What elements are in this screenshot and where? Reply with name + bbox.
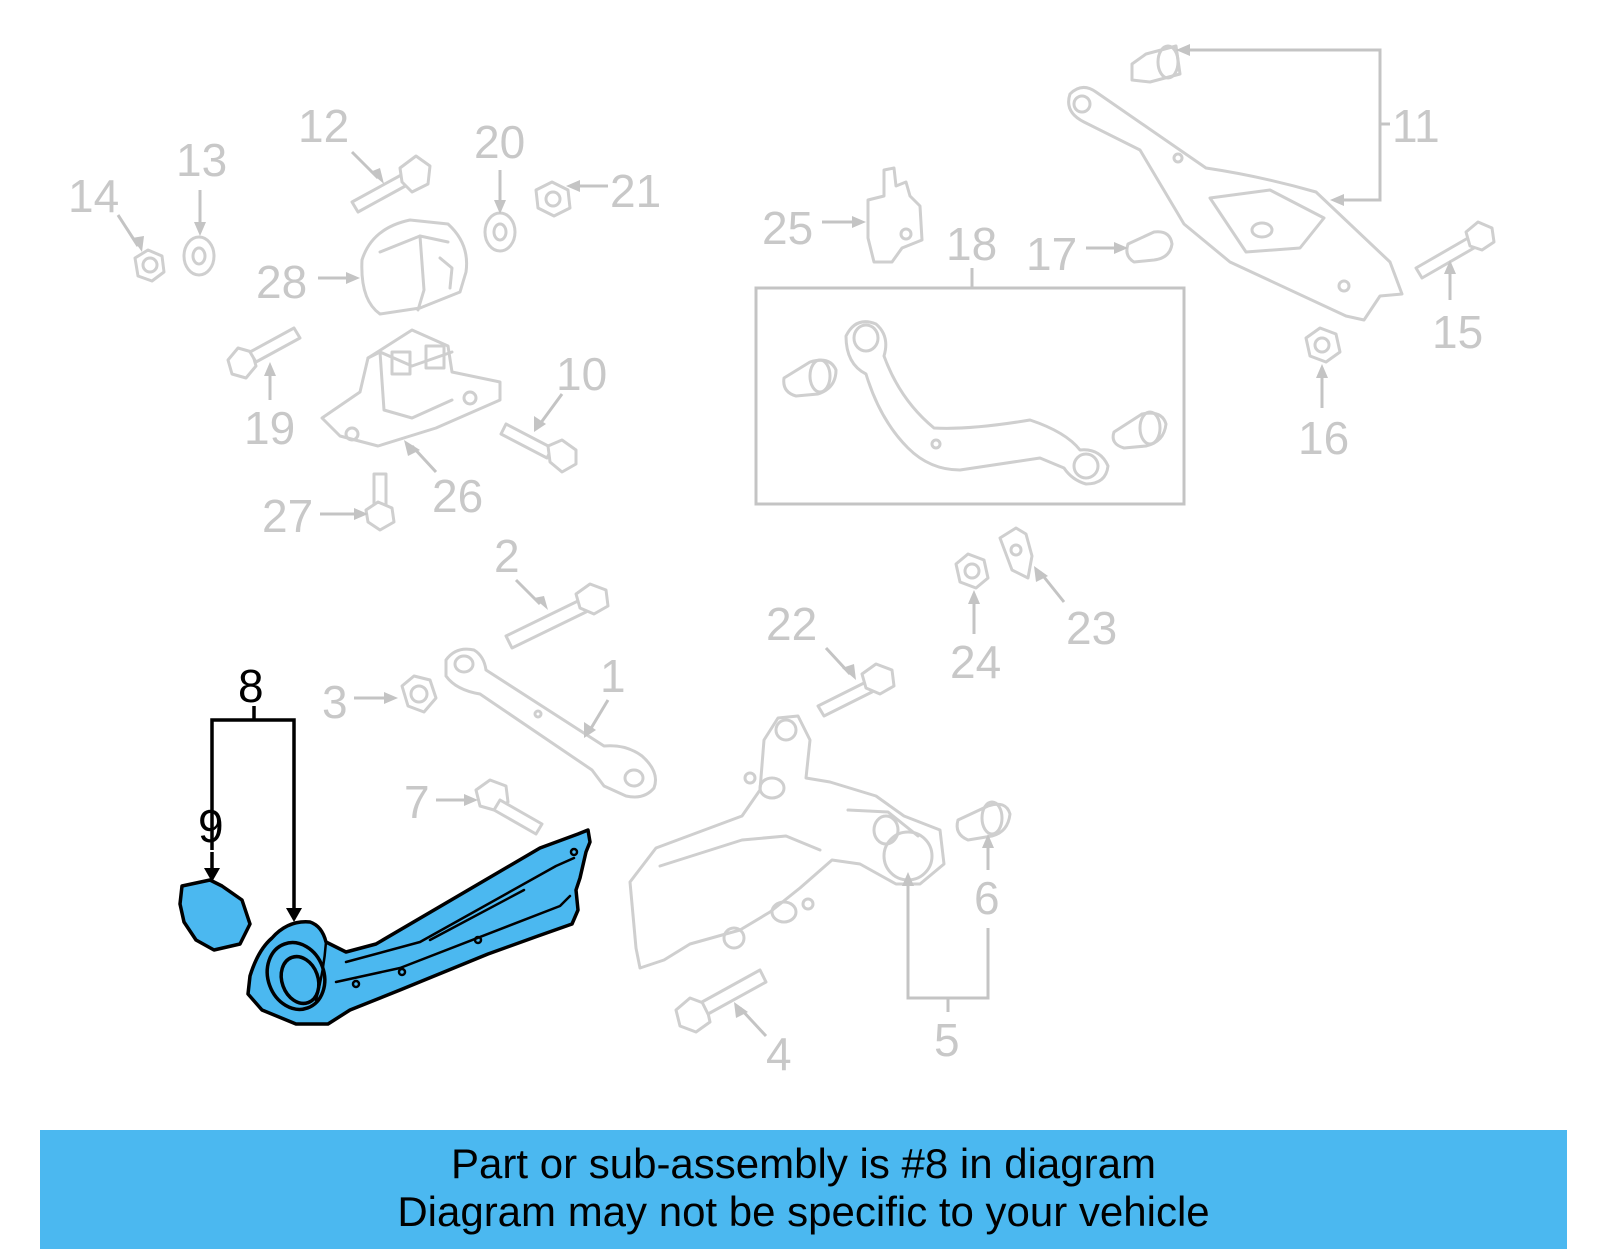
part-10-bolt: [499, 393, 578, 474]
callout-17: 17: [1026, 228, 1077, 280]
callout-5: 5: [934, 1014, 960, 1066]
part-17-bushing: [1086, 230, 1174, 264]
part-12-bolt: [350, 150, 432, 214]
part-28-insulator: [318, 218, 469, 316]
part-23-plate: [998, 526, 1066, 603]
part-2-bolt: [504, 578, 610, 650]
info-banner: Part or sub-assembly is #8 in diagram Di…: [40, 1130, 1567, 1249]
part-15-bolt: [1414, 220, 1496, 300]
part-4-bolt: [674, 968, 768, 1038]
part-19-bolt: [226, 326, 302, 400]
callout-4: 4: [766, 1028, 792, 1080]
callout-3: 3: [322, 676, 348, 728]
part-6-bushing: [955, 800, 1012, 870]
banner-line-1: Part or sub-assembly is #8 in diagram: [451, 1140, 1156, 1187]
callout-21: 21: [610, 165, 661, 217]
callout-15: 15: [1432, 306, 1483, 358]
callout-7: 7: [404, 776, 430, 828]
part-25-bracket: [822, 166, 924, 264]
part-3-nut: [354, 674, 438, 714]
callout-9: 9: [198, 800, 224, 852]
callout-25: 25: [762, 202, 813, 254]
callout-8-arrowhead: [286, 908, 302, 922]
part-13-washer: [182, 190, 216, 277]
callout-11: 11: [1392, 100, 1440, 152]
callout-22: 22: [766, 598, 817, 650]
part-7-bolt: [436, 778, 544, 836]
part-5-knuckle: [628, 714, 990, 1012]
callout-28: 28: [256, 256, 307, 308]
callout-18: 18: [946, 218, 997, 270]
callout-10: 10: [556, 348, 607, 400]
banner-line-2: Diagram may not be specific to your vehi…: [397, 1188, 1210, 1235]
callout-13: 13: [176, 134, 227, 186]
part-11-lower-arm: [1067, 44, 1404, 322]
callout-16: 16: [1298, 412, 1349, 464]
callout-8: 8: [238, 660, 264, 712]
callout-8-leader: [210, 718, 296, 912]
callout-23: 23: [1066, 602, 1117, 654]
part-14-nut: [116, 214, 166, 283]
callout-20: 20: [474, 116, 525, 168]
callout-14: 14: [68, 170, 119, 222]
part-24-nut: [954, 552, 990, 634]
callout-9-arrowhead: [204, 868, 220, 882]
part-1-lateral-link: [444, 647, 657, 799]
part-16-nut: [1304, 326, 1342, 408]
callout-27: 27: [262, 490, 313, 542]
callout-6: 6: [974, 872, 1000, 924]
callout-26: 26: [432, 470, 483, 522]
part-20-washer: [483, 170, 517, 253]
callout-12: 12: [298, 100, 349, 152]
part-18-upper-arm-box: [754, 268, 1186, 506]
callout-19: 19: [244, 402, 295, 454]
part-8-trailing-arm-highlighted: [246, 828, 592, 1026]
part-22-bolt: [816, 646, 896, 718]
part-27-bolt: [320, 472, 396, 532]
callout-24: 24: [950, 636, 1001, 688]
part-21-nut: [534, 180, 608, 218]
part-9-bushing-highlighted: [178, 878, 252, 952]
part-26-mount: [320, 328, 502, 474]
callout-1: 1: [600, 650, 626, 702]
callout-2: 2: [494, 530, 520, 582]
